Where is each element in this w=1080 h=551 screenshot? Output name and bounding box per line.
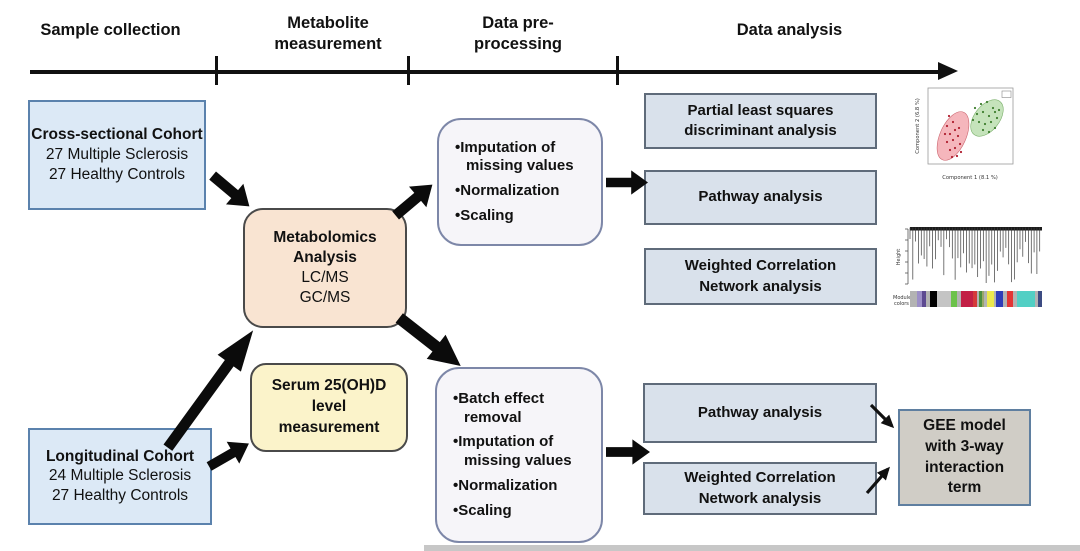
box-title: Metabolomics Analysis bbox=[273, 228, 377, 266]
box-line: 24 Multiple Sclerosis bbox=[48, 467, 192, 485]
arrow-pathway-to-gee-icon bbox=[869, 403, 895, 429]
box-title: Partial least squares discriminant analy… bbox=[684, 101, 837, 139]
bullet-item: Normalization bbox=[453, 477, 593, 496]
plsda-xaxis-label: Component 1 (8.1 %) bbox=[942, 175, 998, 181]
serum-25ohd-box: Serum 25(OH)D level measurement bbox=[250, 363, 408, 452]
timeline-axis bbox=[30, 70, 940, 74]
plsda-scatter-thumbnail: Component 1 (8.1 %) Component 2 (6.8 %) bbox=[903, 82, 1021, 186]
longitudinal-cohort-box: Longitudinal Cohort 24 Multiple Sclerosi… bbox=[28, 428, 212, 525]
module-colors-label: colors bbox=[894, 301, 909, 307]
box-line: 27 Multiple Sclerosis bbox=[45, 145, 189, 163]
plsda-yaxis-label: Component 2 (6.8 %) bbox=[915, 98, 921, 154]
box-title: Weighted Correlation Network analysis bbox=[684, 469, 836, 507]
bullet-item: Batch effect removal bbox=[453, 390, 593, 428]
timeline-tick bbox=[616, 56, 619, 85]
bullet-item: Scaling bbox=[453, 502, 593, 521]
dendrogram-traces bbox=[909, 227, 1041, 283]
phase-label-data-analysis: Data analysis bbox=[736, 21, 843, 39]
box-line: GC/MS bbox=[299, 289, 351, 307]
arrow-metabolomics-to-preprocessing-bottom-icon bbox=[395, 313, 461, 367]
bullet-item: Imputation of missing values bbox=[455, 139, 593, 177]
bullet-item: Normalization bbox=[455, 182, 593, 201]
cross-sectional-cohort-box: Cross-sectional Cohort 27 Multiple Scler… bbox=[28, 100, 206, 210]
phase-label-data-preprocessing: Data pre-processing bbox=[473, 14, 563, 54]
pathway-analysis-top-box: Pathway analysis bbox=[644, 170, 877, 225]
plot-legend-icon bbox=[1001, 90, 1012, 98]
arrow-preprocessing-top-to-analysis-icon bbox=[606, 170, 648, 195]
arrow-longitudinal-to-metabolomics-icon bbox=[163, 330, 254, 451]
box-title: Pathway analysis bbox=[698, 188, 823, 206]
box-title: Serum 25(OH)D level measurement bbox=[271, 377, 387, 436]
arrow-metabolomics-to-preprocessing-top-icon bbox=[392, 184, 433, 220]
pathway-analysis-bottom-box: Pathway analysis bbox=[643, 383, 877, 443]
gee-model-box: GEE model with 3-way interaction term bbox=[898, 409, 1031, 506]
box-title: Weighted Correlation Network analysis bbox=[684, 257, 837, 295]
box-line: LC/MS bbox=[301, 269, 349, 286]
arrow-cross-sectional-to-metabolomics-icon bbox=[209, 171, 250, 207]
preprocessing-bottom-box: Batch effect removal Imputation of missi… bbox=[435, 367, 603, 543]
arrow-wcna-to-gee-icon bbox=[865, 466, 890, 495]
bullet-item: Imputation of missing values bbox=[453, 433, 593, 471]
timeline-tick bbox=[407, 56, 410, 85]
phase-label-metabolite-measurement: Metabolite measurement bbox=[274, 14, 382, 54]
arrow-preprocessing-bottom-to-analysis-icon bbox=[606, 439, 650, 465]
box-title: Cross-sectional Cohort bbox=[31, 126, 203, 144]
timeline-tick bbox=[215, 56, 218, 85]
figure-bottom-edge bbox=[424, 545, 1080, 551]
arrow-longitudinal-to-serum-icon bbox=[206, 441, 249, 471]
dendrogram-yaxis-label: Height bbox=[896, 249, 902, 266]
wgcna-dendrogram-thumbnail: Height Module colors bbox=[893, 224, 1045, 318]
box-title: Pathway analysis bbox=[697, 403, 823, 421]
box-title: GEE model with 3-way interaction term bbox=[923, 416, 1006, 497]
bullet-list: Imputation of missing values Normalizati… bbox=[439, 133, 601, 232]
box-title: Longitudinal Cohort bbox=[45, 447, 195, 465]
bullet-item: Scaling bbox=[455, 207, 593, 226]
plsda-box: Partial least squares discriminant analy… bbox=[644, 93, 877, 149]
module-colors-bar bbox=[910, 291, 1042, 307]
timeline-arrowhead-icon bbox=[938, 62, 958, 80]
bullet-list: Batch effect removal Imputation of missi… bbox=[437, 384, 601, 527]
module-colors-label: Module bbox=[893, 295, 911, 301]
preprocessing-top-box: Imputation of missing values Normalizati… bbox=[437, 118, 603, 246]
wcna-top-box: Weighted Correlation Network analysis bbox=[644, 248, 877, 305]
wcna-bottom-box: Weighted Correlation Network analysis bbox=[643, 462, 877, 515]
box-line: 27 Healthy Controls bbox=[48, 165, 186, 183]
box-line: 27 Healthy Controls bbox=[51, 487, 189, 505]
metabolomics-analysis-box: Metabolomics Analysis LC/MS GC/MS bbox=[243, 208, 407, 328]
phase-label-sample-collection: Sample collection bbox=[40, 21, 181, 39]
